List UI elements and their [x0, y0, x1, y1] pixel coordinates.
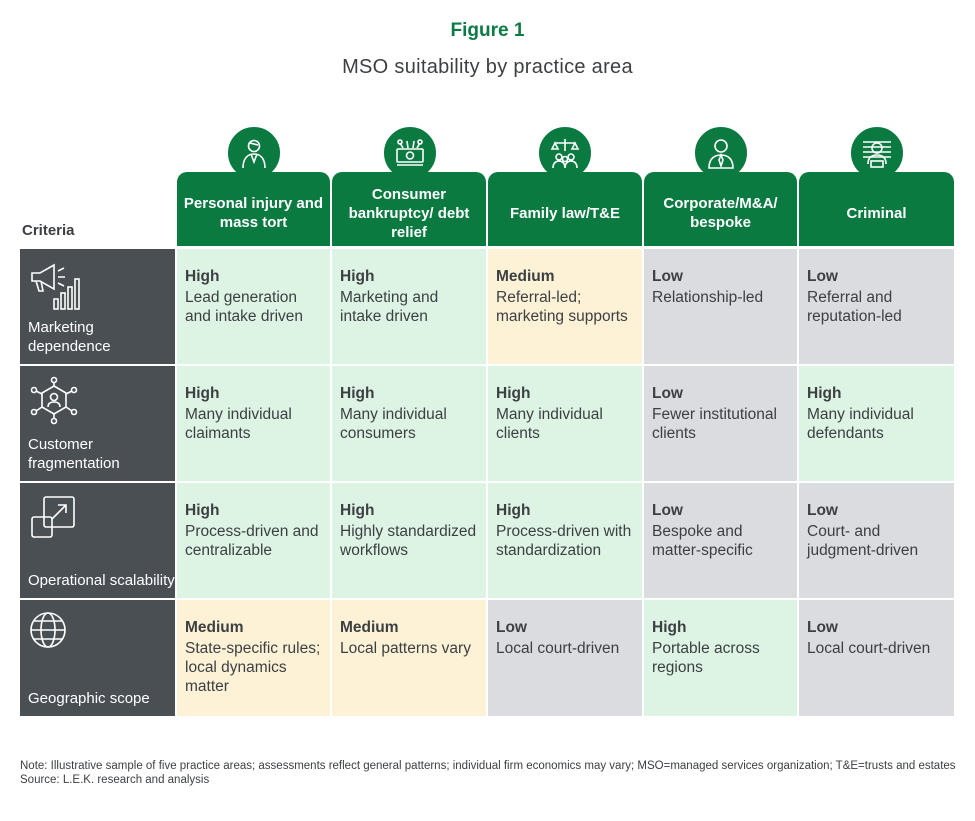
cell: High Portable across regions [644, 600, 797, 716]
cell: Low Fewer institutional clients [644, 366, 797, 481]
cell: Low Local court-driven [488, 600, 642, 716]
column-header-consumer-bankruptcy: Consumer bankruptcy/ debt relief [332, 172, 486, 246]
cell: Low Court- and judgment-driven [799, 483, 954, 598]
cell-level: Low [807, 502, 838, 519]
cell: High Process-driven and centralizable [177, 483, 330, 598]
cell: High Many individual consumers [332, 366, 486, 481]
lineup-mugshot-icon [863, 141, 891, 168]
column-header-criminal: Criminal [799, 172, 954, 246]
cell: High Many individual clients [488, 366, 642, 481]
cell-level: Medium [496, 268, 555, 285]
cell-level: High [185, 385, 220, 402]
cell-text: Bespoke and matter-specific [652, 523, 753, 559]
column-header-corporate: Corporate/M&A/ bespoke [644, 172, 797, 246]
cell-level: High [185, 502, 220, 519]
cell-level: Low [807, 268, 838, 285]
cell: High Process-driven with standardization [488, 483, 642, 598]
cell-text: Process-driven and centralizable [185, 523, 319, 559]
cell-level: Medium [185, 619, 244, 636]
cell-text: Many individual defendants [807, 406, 914, 442]
cell-level: Low [496, 619, 527, 636]
cell-text: Local patterns vary [340, 640, 471, 657]
cell: High Marketing and intake driven [332, 249, 486, 364]
column-header-personal-injury: Personal injury and mass tort [177, 172, 330, 246]
cell: Medium State-specific rules; local dynam… [177, 600, 330, 716]
cell: Low Bespoke and matter-specific [644, 483, 797, 598]
note-text: Note: Illustrative sample of five practi… [20, 760, 956, 772]
cell-text: Many individual claimants [185, 406, 292, 442]
money-stack-icon [396, 139, 424, 166]
cell-text: Many individual clients [496, 406, 603, 442]
row-label-marketing-dependence: Marketing dependence [20, 249, 175, 364]
cell-text: Relationship-led [652, 289, 764, 306]
cell-text: Referral and reputation-led [807, 289, 902, 325]
cell-level: High [807, 385, 842, 402]
scales-family-icon [550, 139, 580, 169]
megaphone-chart-icon [31, 263, 80, 310]
row-label-customer-fragmentation: Customer fragmentation [20, 366, 175, 481]
cell: Medium Referral-led; marketing supports [488, 249, 642, 364]
cell-text: Local court-driven [496, 640, 620, 657]
column-header-family-law: Family law/T&E [488, 172, 642, 246]
cell-level: Low [652, 502, 683, 519]
cell-level: Low [652, 385, 683, 402]
cell-text: Marketing and intake driven [340, 289, 439, 325]
cell-text: Highly standardized workflows [340, 523, 477, 559]
cell-level: Low [652, 268, 683, 285]
row-label-operational-scalability: Operational scalability [20, 483, 175, 598]
cell-text: Process-driven with standardization [496, 523, 632, 559]
cell-level: High [496, 385, 531, 402]
cell: High Lead generation and intake driven [177, 249, 330, 364]
cell-text: Fewer institutional clients [652, 406, 777, 442]
globe-icon [30, 612, 66, 648]
cell-text: Lead generation and intake driven [185, 289, 304, 325]
criteria-header: Criteria [22, 222, 75, 239]
cell: High Many individual defendants [799, 366, 954, 481]
cell-level: High [652, 619, 687, 636]
cell: Low Relationship-led [644, 249, 797, 364]
cell: Medium Local patterns vary [332, 600, 486, 716]
injured-person-icon [242, 139, 266, 169]
figure-label: Figure 1 [450, 20, 525, 41]
row-label-geographic-scope: Geographic scope [20, 600, 175, 716]
source-text: Source: L.E.K. research and analysis [20, 773, 210, 786]
cell-text: Referral-led; marketing supports [496, 289, 628, 325]
cell-level: Low [807, 619, 838, 636]
cell-text: State-specific rules; local dynamics mat… [185, 640, 321, 695]
row-label-text: Geographic scope [28, 690, 150, 707]
cell: High Highly standardized workflows [332, 483, 486, 598]
cell-text: Portable across regions [652, 640, 760, 676]
cell-level: High [340, 385, 375, 402]
cell-level: High [185, 268, 220, 285]
cell-text: Local court-driven [807, 640, 931, 657]
cell-level: High [340, 502, 375, 519]
businessman-icon [708, 139, 734, 169]
network-people-icon [30, 376, 78, 425]
cell: Low Local court-driven [799, 600, 954, 716]
cell-level: High [340, 268, 375, 285]
cell: Low Referral and reputation-led [799, 249, 954, 364]
row-label-text: Operational scalability [28, 572, 175, 589]
cell-text: Many individual consumers [340, 406, 447, 442]
footnotes: Note: Illustrative sample of five practi… [20, 760, 960, 787]
expand-squares-icon [31, 496, 75, 538]
cell-level: Medium [340, 619, 399, 636]
cell: High Many individual claimants [177, 366, 330, 481]
figure-title: MSO suitability by practice area [342, 56, 633, 78]
cell-level: High [496, 502, 531, 519]
row-label-text: Marketing dependence [28, 319, 111, 355]
row-label-text: Customer fragmentation [28, 436, 120, 472]
cell-text: Court- and judgment-driven [807, 523, 919, 559]
